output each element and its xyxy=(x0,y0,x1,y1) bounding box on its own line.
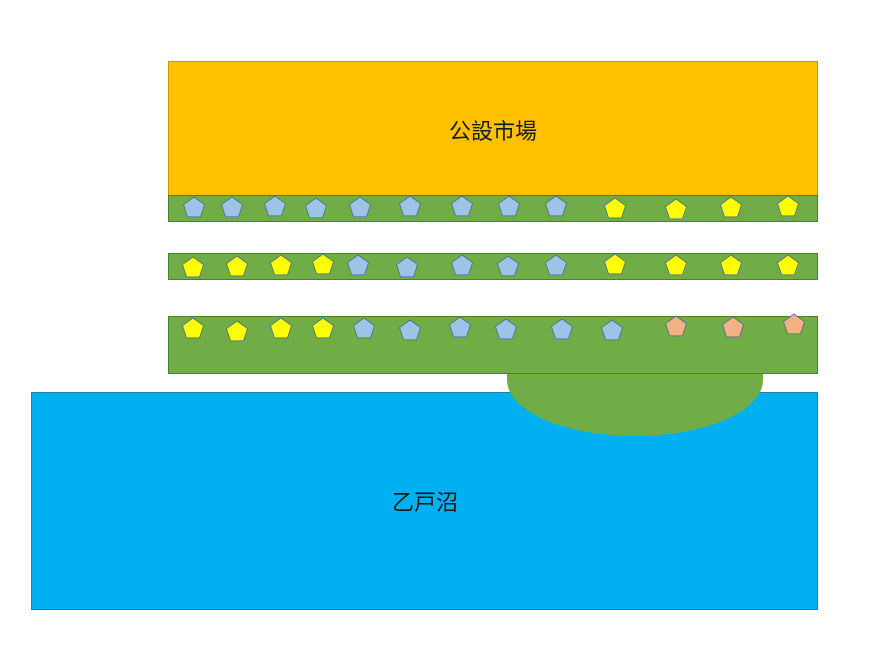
blue-pentagon-marker xyxy=(305,197,327,219)
yellow-pentagon-marker xyxy=(270,317,292,339)
blue-pentagon-marker xyxy=(451,195,473,217)
yellow-pentagon-marker xyxy=(182,256,204,278)
blue-pentagon-marker xyxy=(183,196,205,218)
public-market-label: 公設市場 xyxy=(448,120,537,145)
blue-pentagon-marker xyxy=(347,254,369,276)
salmon-pentagon-marker xyxy=(722,316,744,338)
yellow-pentagon-marker xyxy=(720,254,742,276)
yellow-pentagon-marker xyxy=(312,253,334,275)
pond-label: 乙戸沼 xyxy=(391,491,458,516)
blue-pentagon-marker xyxy=(545,195,567,217)
public-market-area: 公設市場 xyxy=(168,61,818,197)
yellow-pentagon-marker xyxy=(720,196,742,218)
yellow-pentagon-marker xyxy=(604,253,626,275)
yellow-pentagon-marker xyxy=(777,195,799,217)
blue-pentagon-marker xyxy=(497,255,519,277)
yellow-pentagon-marker xyxy=(604,197,626,219)
blue-pentagon-marker xyxy=(449,316,471,338)
blue-pentagon-marker xyxy=(221,196,243,218)
yellow-pentagon-marker xyxy=(182,317,204,339)
blue-pentagon-marker xyxy=(396,256,418,278)
yellow-pentagon-marker xyxy=(226,255,248,277)
salmon-pentagon-marker xyxy=(665,315,687,337)
yellow-pentagon-marker xyxy=(665,198,687,220)
yellow-pentagon-marker xyxy=(312,317,334,339)
blue-pentagon-marker xyxy=(545,254,567,276)
marker-group xyxy=(182,195,805,342)
green-semicircle-lobe xyxy=(507,374,763,436)
blue-pentagon-marker xyxy=(498,195,520,217)
blue-pentagon-marker xyxy=(353,317,375,339)
blue-pentagon-marker xyxy=(551,318,573,340)
yellow-pentagon-marker xyxy=(226,320,248,342)
yellow-pentagon-marker xyxy=(270,254,292,276)
blue-pentagon-marker xyxy=(601,319,623,341)
blue-pentagon-marker xyxy=(399,319,421,341)
yellow-pentagon-marker xyxy=(777,254,799,276)
blue-pentagon-marker xyxy=(451,254,473,276)
blue-pentagon-marker xyxy=(399,195,421,217)
blue-pentagon-marker xyxy=(264,195,286,217)
blue-pentagon-marker xyxy=(495,318,517,340)
salmon-pentagon-marker xyxy=(783,313,805,335)
yellow-pentagon-marker xyxy=(665,254,687,276)
blue-pentagon-marker xyxy=(349,196,371,218)
